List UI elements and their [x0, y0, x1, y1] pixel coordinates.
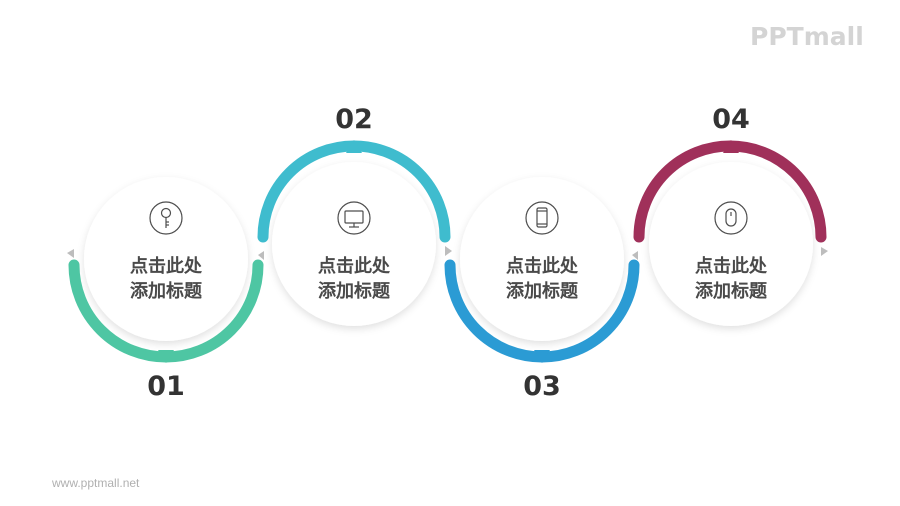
arrow-marker-5: [821, 247, 828, 256]
arrow-marker-1: [67, 249, 74, 258]
step-2-title-line1: 点击此处: [318, 256, 390, 277]
step-2-number: 02: [335, 104, 373, 135]
phone-icon: [525, 201, 559, 235]
arrow-marker-4: [632, 251, 638, 260]
step-1-number: 01: [147, 371, 185, 402]
step-1-pointer: [158, 350, 174, 363]
step-1-disc: [84, 177, 248, 341]
step-4-title-line1: 点击此处: [695, 256, 767, 277]
step-3-title-line1: 点击此处: [506, 256, 578, 277]
step-3-title[interactable]: 点击此处 添加标题: [477, 254, 607, 304]
step-4-disc: [649, 162, 813, 326]
step-2-title-line2: 添加标题: [318, 281, 390, 302]
arrow-marker-2: [258, 251, 264, 260]
pptmall-logo: PPTmall: [750, 22, 864, 51]
monitor-icon: [337, 201, 371, 235]
step-2-pointer: [346, 140, 362, 153]
step-3-pointer: [534, 350, 550, 363]
arrow-marker-3: [445, 246, 452, 256]
key-icon: [149, 201, 183, 235]
step-1-title-line1: 点击此处: [130, 256, 202, 277]
step-4-number: 04: [712, 104, 750, 135]
step-2-title[interactable]: 点击此处 添加标题: [289, 254, 419, 304]
step-4-title-line2: 添加标题: [695, 281, 767, 302]
footer-url[interactable]: www.pptmall.net: [52, 476, 140, 490]
step-1-title[interactable]: 点击此处 添加标题: [101, 254, 231, 304]
step-4-pointer: [723, 140, 739, 153]
step-4-title[interactable]: 点击此处 添加标题: [666, 254, 796, 304]
step-1-title-line2: 添加标题: [130, 281, 202, 302]
step-3-title-line2: 添加标题: [506, 281, 578, 302]
step-3-number: 03: [523, 371, 561, 402]
step-3-disc: [460, 177, 624, 341]
step-2-disc: [272, 162, 436, 326]
mouse-icon: [714, 201, 748, 235]
